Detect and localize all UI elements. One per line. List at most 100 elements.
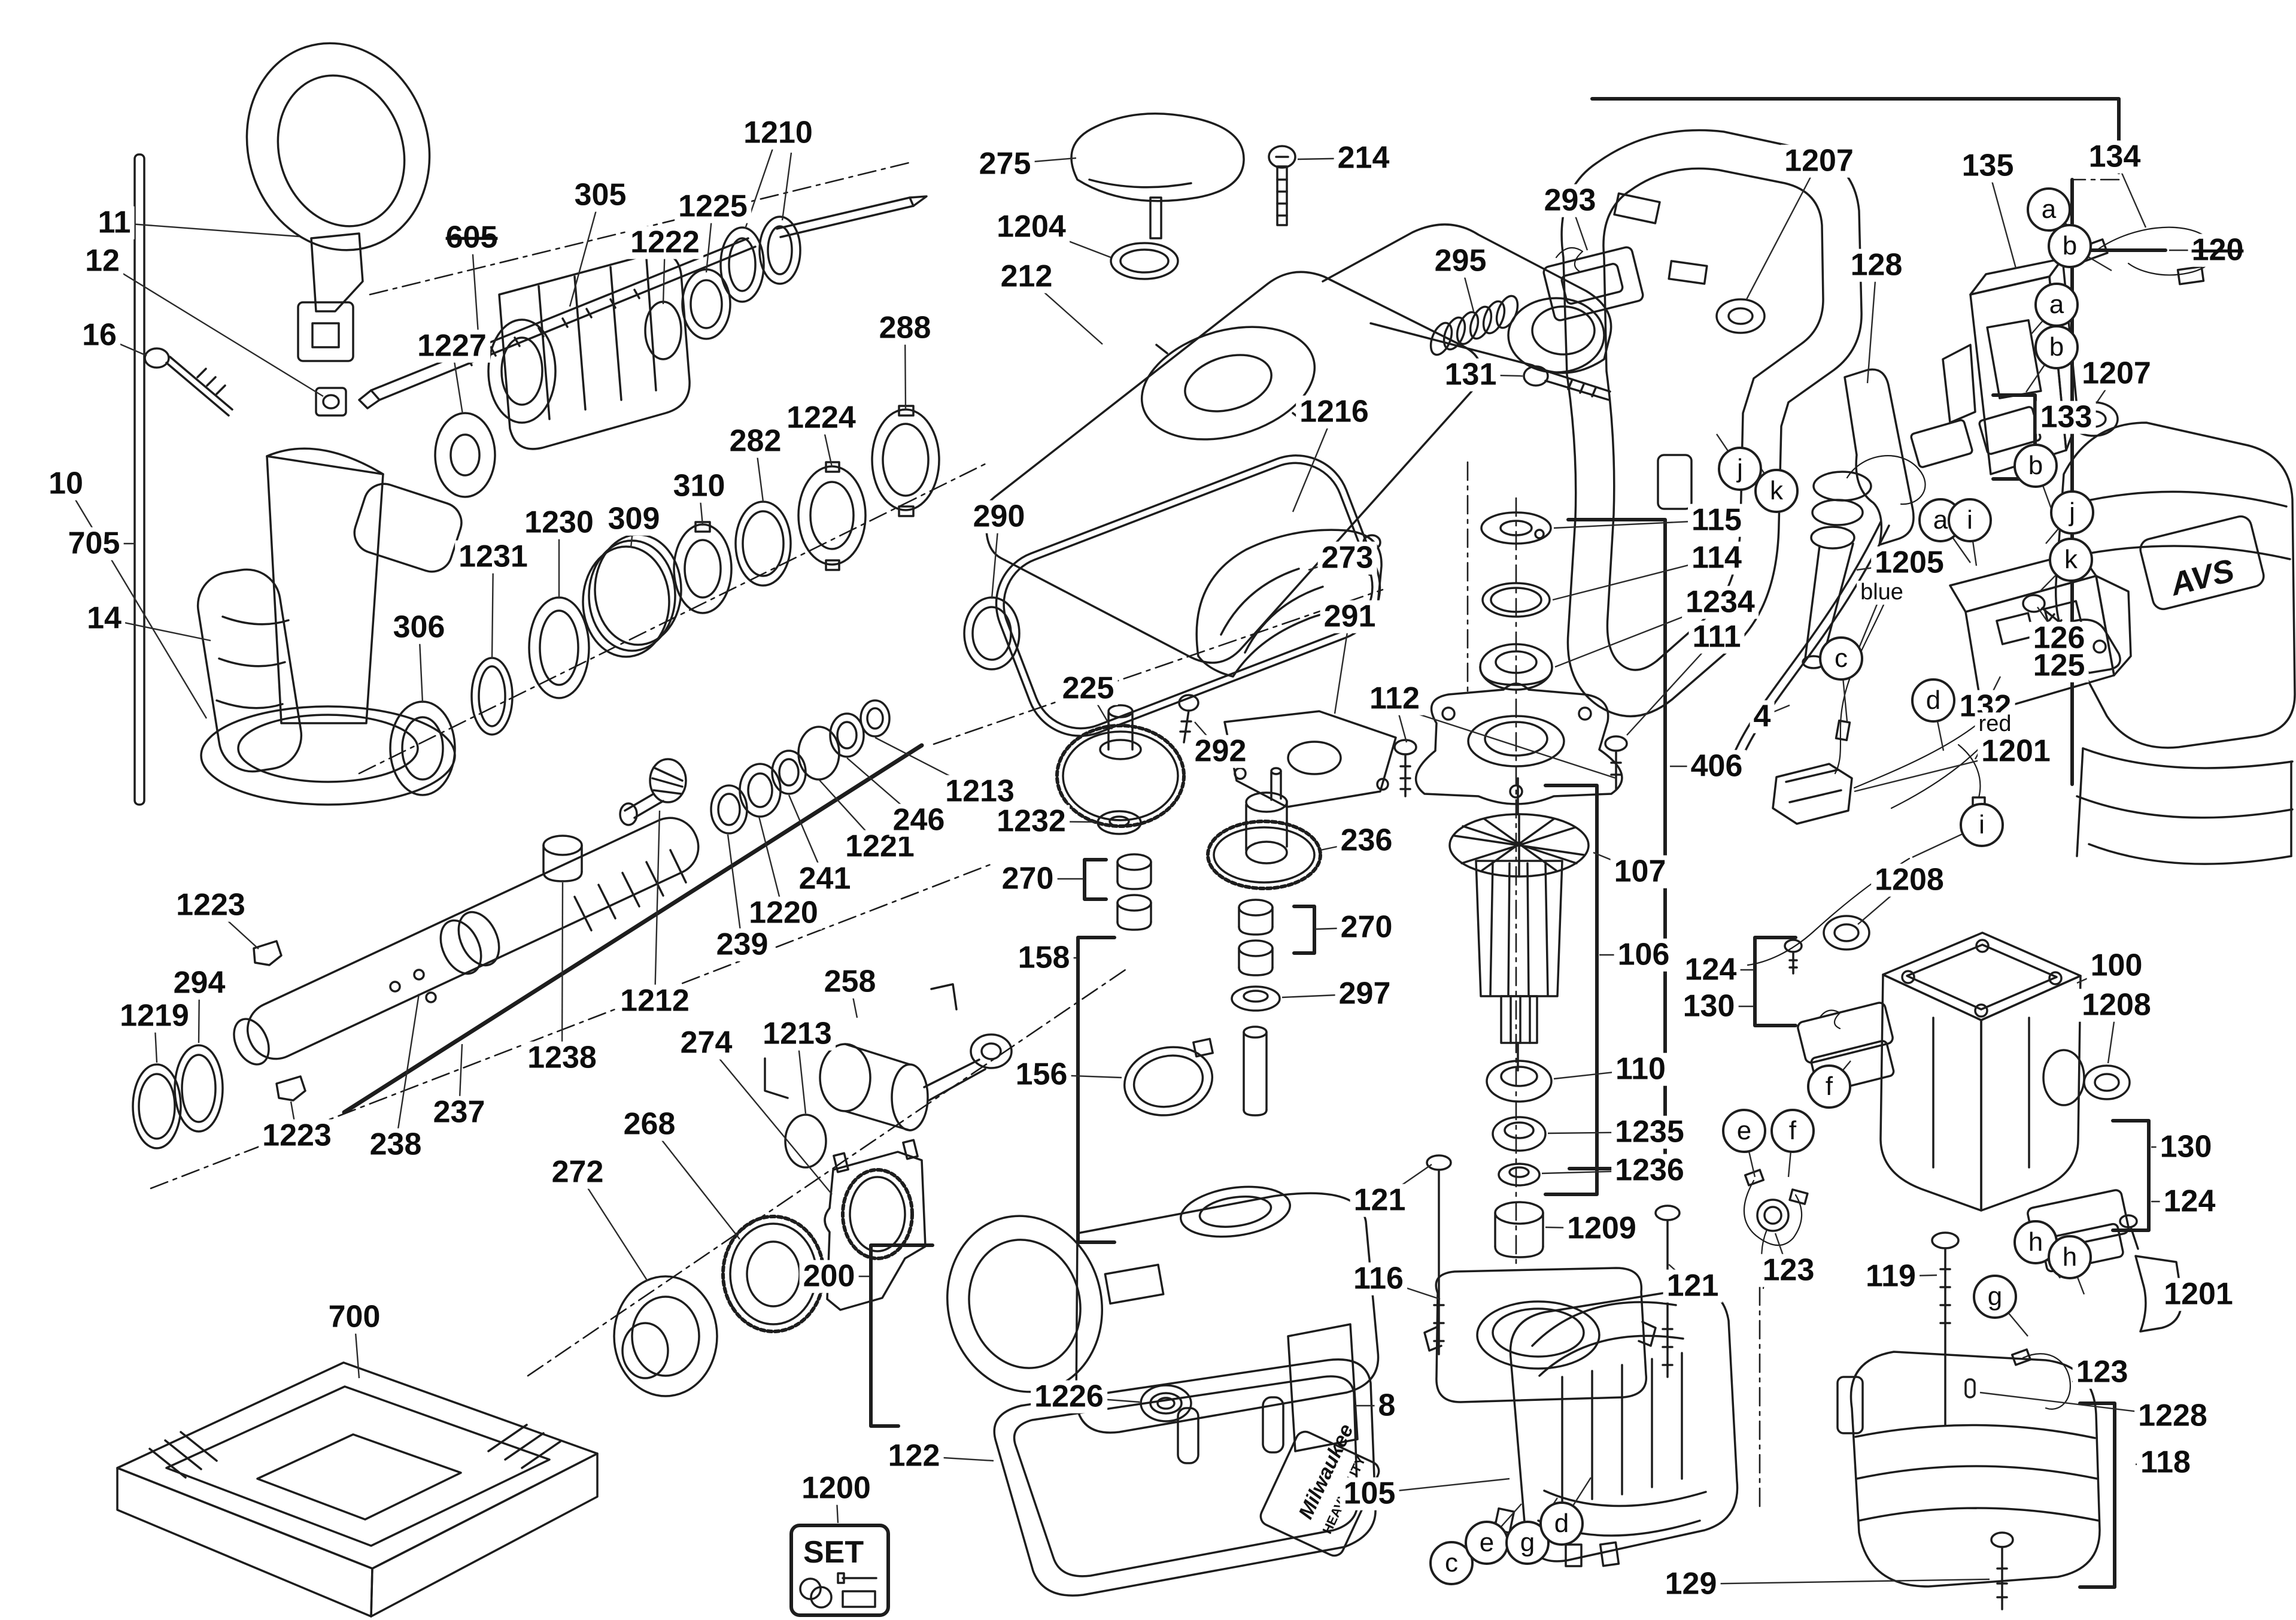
part-label-1238: 1238 xyxy=(524,1042,600,1075)
part-label-212: 212 xyxy=(997,260,1056,293)
part-label-270: 270 xyxy=(998,863,1058,896)
part-label-130: 130 xyxy=(1679,990,1739,1023)
part-label-288: 288 xyxy=(875,312,935,345)
letter-label-a: a xyxy=(2034,283,2079,327)
plate-291 xyxy=(1223,710,1397,808)
part-label-1230: 1230 xyxy=(521,506,597,539)
ring-294 xyxy=(174,1044,224,1133)
part-label-294: 294 xyxy=(169,967,229,1000)
washer-297 xyxy=(1231,985,1281,1012)
part-label-14: 14 xyxy=(83,602,125,635)
screw-121-left xyxy=(1426,1154,1452,1355)
wire-123b xyxy=(2010,1348,2072,1410)
piston-258 xyxy=(819,1033,1013,1131)
part-label-297: 297 xyxy=(1335,978,1395,1011)
part-label-123: 123 xyxy=(1759,1254,1818,1287)
part-label-290: 290 xyxy=(969,500,1029,533)
part-label-273: 273 xyxy=(1317,542,1377,575)
part-label-115: 115 xyxy=(1688,504,1745,537)
part-label-4: 4 xyxy=(1750,700,1775,733)
letter-label-e: e xyxy=(1465,1521,1509,1565)
brush-133a xyxy=(1910,419,1973,468)
screw-131 xyxy=(1523,365,1611,401)
part-label-119: 119 xyxy=(1862,1260,1920,1293)
part-label-272: 272 xyxy=(548,1156,608,1189)
part-label-1228: 1228 xyxy=(2134,1400,2211,1433)
brand-badge xyxy=(1259,1430,1380,1557)
part-label-1208: 1208 xyxy=(2078,989,2155,1022)
divider-237 xyxy=(342,743,924,1115)
part-label-111: 111 xyxy=(1688,621,1745,654)
part-label-239: 239 xyxy=(712,929,772,961)
part-label-1212: 1212 xyxy=(616,985,693,1018)
pin-1228 xyxy=(1964,1378,1976,1398)
part-label-124: 124 xyxy=(1681,954,1741,987)
part-label-700: 700 xyxy=(324,1301,384,1334)
part-label-106: 106 xyxy=(1614,939,1674,972)
part-label-237: 237 xyxy=(429,1096,489,1129)
part-label-156: 156 xyxy=(1012,1058,1071,1091)
part-label-112: 112 xyxy=(1366,682,1423,715)
group-brackets xyxy=(764,97,2167,1589)
part-label-1204: 1204 xyxy=(993,211,1070,244)
washer-115 xyxy=(1480,511,1552,545)
part-label-1222: 1222 xyxy=(627,226,703,259)
part-label-241: 241 xyxy=(795,863,855,896)
ring-1213t xyxy=(860,699,891,738)
spring-295 xyxy=(1429,295,1519,356)
part-label-130: 130 xyxy=(2156,1131,2216,1164)
nameplate-8 xyxy=(1287,1323,1359,1452)
part-label-8: 8 xyxy=(1374,1390,1399,1422)
letter-label-b: b xyxy=(2034,325,2079,369)
piston-pin xyxy=(1243,1026,1268,1117)
sleeve-1209 xyxy=(1494,1201,1544,1258)
part-label-1226: 1226 xyxy=(1031,1381,1107,1413)
letter-label-i: i xyxy=(1948,498,1992,542)
letter-label-j: j xyxy=(2050,490,2094,535)
part-label-126: 126 xyxy=(2029,622,2089,655)
part-label-red: red xyxy=(1975,712,2015,736)
part-label-1209: 1209 xyxy=(1563,1212,1640,1245)
nut-12 xyxy=(315,387,347,417)
part-label-122: 122 xyxy=(884,1440,944,1473)
red-wire xyxy=(1957,744,1981,799)
part-label-blue: blue xyxy=(1857,580,1907,605)
o-ring-1213c xyxy=(784,1114,827,1169)
bushings-270-left xyxy=(1116,853,1152,931)
letter-label-i: i xyxy=(1960,803,2004,847)
gear-housing-200 xyxy=(946,1185,1380,1464)
part-label-236: 236 xyxy=(1337,824,1396,857)
letter-label-j: j xyxy=(1718,447,1762,491)
part-label-275: 275 xyxy=(975,148,1035,181)
part-label-107: 107 xyxy=(1610,855,1670,888)
part-label-125: 125 xyxy=(2029,650,2089,682)
bushing-1238 xyxy=(542,835,583,882)
part-label-1235: 1235 xyxy=(1611,1116,1688,1149)
part-293 xyxy=(1542,246,1644,321)
clamp-ring-156 xyxy=(1123,1037,1214,1117)
part-label-1219: 1219 xyxy=(116,1000,193,1033)
screws-112 xyxy=(1393,735,1628,797)
clip-1223b xyxy=(275,1075,306,1102)
grommet-1208b xyxy=(2083,1064,2131,1100)
part-label-11: 11 xyxy=(94,207,135,239)
armature-107 xyxy=(1448,777,1590,1072)
set-text: SET xyxy=(803,1535,864,1570)
part-label-1201: 1201 xyxy=(2160,1278,2237,1311)
part-label-406: 406 xyxy=(1687,750,1747,783)
part-label-116: 116 xyxy=(1350,1263,1407,1296)
part-label-110: 110 xyxy=(1612,1053,1669,1086)
part-label-238: 238 xyxy=(366,1128,426,1161)
crank-gear-236 xyxy=(1206,767,1322,890)
part-label-1210: 1210 xyxy=(740,117,816,150)
side-handle-assembly xyxy=(133,42,463,806)
screw-292 xyxy=(1178,694,1199,744)
depth-rod-705 xyxy=(133,153,145,806)
part-label-10: 10 xyxy=(45,468,87,500)
letter-label-f: f xyxy=(1770,1109,1815,1153)
part-label-135: 135 xyxy=(1958,150,2018,183)
part-label-121: 121 xyxy=(1663,1270,1723,1303)
part-label-292: 292 xyxy=(1190,735,1250,768)
